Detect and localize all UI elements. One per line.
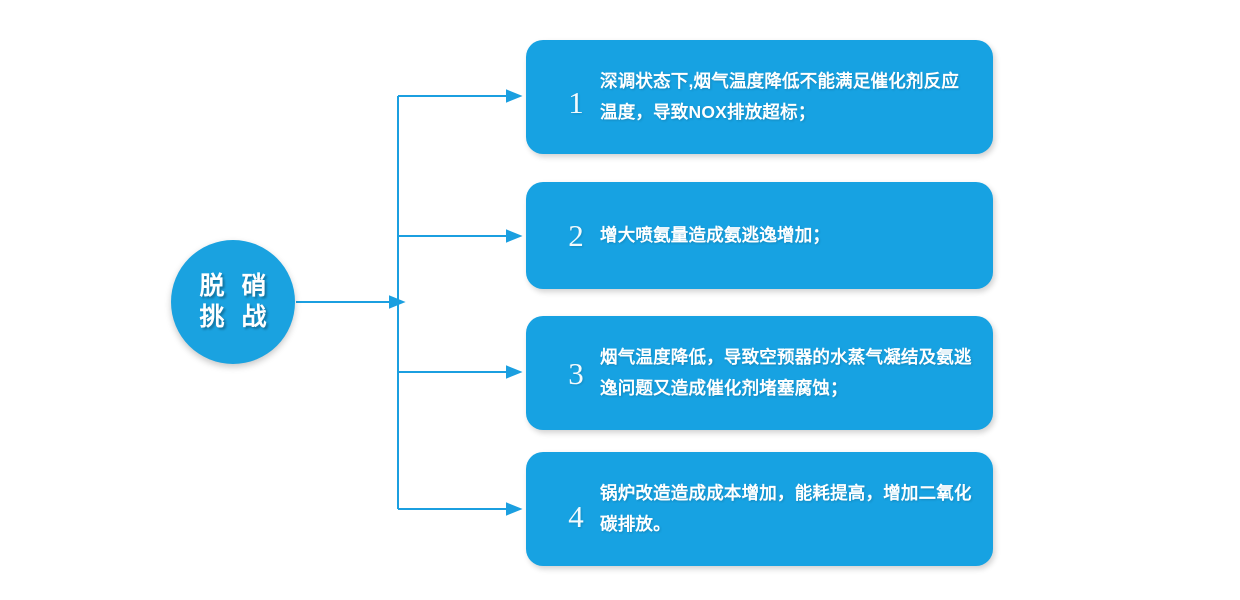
challenge-item-4[interactable]: 4 锅炉改造造成成本增加，能耗提高，增加二氧化碳排放。: [526, 452, 993, 566]
challenge-item-3[interactable]: 3 烟气温度降低，导致空预器的水蒸气凝结及氨逃逸问题又造成催化剂堵塞腐蚀；: [526, 316, 993, 430]
item-number-3: 3: [568, 355, 584, 391]
item-number-4: 4: [568, 498, 584, 534]
item-text-2: 增大喷氨量造成氨逃逸增加；: [600, 225, 831, 245]
item-number-2: 2: [568, 218, 584, 253]
item-number-1: 1: [568, 84, 584, 120]
item-text-1: 深调状态下,烟气温度降低不能满足催化剂反应温度，导致NOX排放超标；: [600, 71, 960, 122]
hub-label-line-1: 脱 硝: [199, 272, 272, 300]
hub-node[interactable]: 脱 硝 挑 战: [171, 240, 295, 364]
item-text-3: 烟气温度降低，导致空预器的水蒸气凝结及氨逃逸问题又造成催化剂堵塞腐蚀；: [600, 347, 972, 398]
hub-label-line-2: 挑 战: [199, 303, 272, 331]
challenge-item-2[interactable]: 2 增大喷氨量造成氨逃逸增加；: [526, 182, 993, 289]
challenge-item-1[interactable]: 1 深调状态下,烟气温度降低不能满足催化剂反应温度，导致NOX排放超标；: [526, 40, 993, 154]
item-text-4: 锅炉改造造成成本增加，能耗提高，增加二氧化碳排放。: [600, 483, 972, 534]
